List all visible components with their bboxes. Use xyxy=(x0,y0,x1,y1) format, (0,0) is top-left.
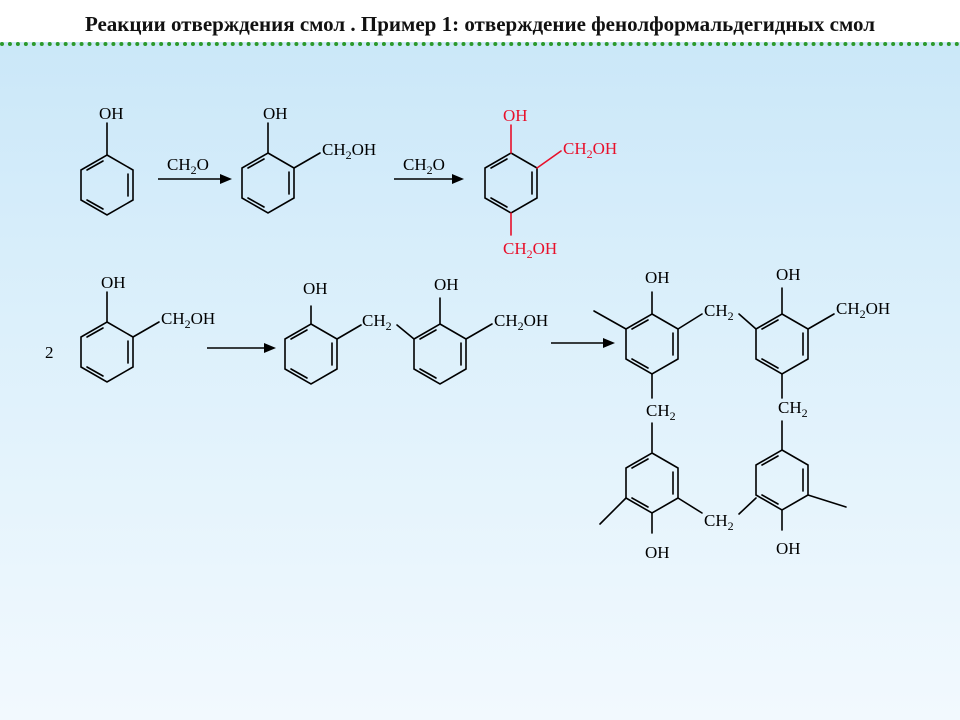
svg-text:OH: OH xyxy=(434,275,459,294)
svg-text:OH: OH xyxy=(645,543,670,562)
svg-text:CH2: CH2 xyxy=(646,401,676,423)
phenol: OH xyxy=(80,104,134,216)
methylene-bridged-dimer: OH CH2 OH CH2OH xyxy=(284,275,548,385)
arrow-1: CH2O xyxy=(158,155,232,184)
svg-text:CH2: CH2 xyxy=(778,398,808,420)
svg-text:CH2: CH2 xyxy=(704,511,734,533)
svg-text:OH: OH xyxy=(263,104,288,123)
svg-text:CH2OH: CH2OH xyxy=(503,239,557,261)
crosslinked-network: OH CH2 CH2 OH CH2OH CH2 xyxy=(593,265,890,562)
arrow-4 xyxy=(551,338,615,348)
svg-text:CH2OH: CH2OH xyxy=(563,139,617,161)
dotted-divider xyxy=(0,42,960,46)
svg-text:OH: OH xyxy=(645,268,670,287)
svg-text:CH2OH: CH2OH xyxy=(836,299,890,321)
svg-text:OH: OH xyxy=(101,273,126,292)
svg-text:OH: OH xyxy=(99,104,124,123)
svg-text:OH: OH xyxy=(776,265,801,284)
svg-text:CH2OH: CH2OH xyxy=(494,311,548,333)
svg-text:OH: OH xyxy=(303,279,328,298)
slide-title: Реакции отверждения смол . Пример 1: отв… xyxy=(84,12,876,36)
arrow-3 xyxy=(207,343,276,353)
svg-text:CH2OH: CH2OH xyxy=(161,309,215,331)
svg-text:OH: OH xyxy=(776,539,801,558)
svg-text:CH2: CH2 xyxy=(362,311,392,333)
svg-text:OH: OH xyxy=(503,106,528,125)
title-bar xyxy=(0,0,960,42)
hydroxymethylphenol-reactant: OH CH2OH xyxy=(80,273,215,383)
hydroxymethylphenol: OH CH2OH xyxy=(241,104,376,214)
stoichiometric-coefficient: 2 xyxy=(45,343,54,362)
svg-text:CH2O: CH2O xyxy=(167,155,209,177)
svg-text:CH2O: CH2O xyxy=(403,155,445,177)
svg-text:CH2OH: CH2OH xyxy=(322,140,376,162)
arrow-2: CH2O xyxy=(394,155,464,184)
svg-text:CH2: CH2 xyxy=(704,301,734,323)
dihydroxymethylphenol-highlighted: OH CH2OH CH2OH xyxy=(484,106,617,261)
